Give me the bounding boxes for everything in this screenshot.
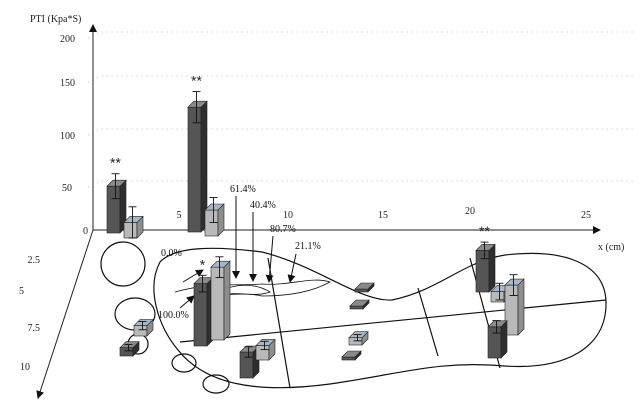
error-bar — [111, 173, 120, 200]
bar — [341, 350, 362, 361]
error-bar — [244, 346, 253, 358]
bar — [210, 256, 231, 341]
significance-marker: * — [200, 256, 206, 272]
y-tick-label: 100 — [60, 131, 75, 142]
bar: ** — [475, 223, 496, 293]
bar — [255, 338, 276, 361]
error-bar — [509, 274, 518, 296]
annotation-label: 0.0% — [161, 248, 182, 259]
error-bar — [215, 256, 224, 279]
z-tick-labels: 2.5 5 7.5 10 — [19, 255, 40, 373]
z-tick-label: 2.5 — [28, 255, 41, 266]
bar — [119, 340, 140, 357]
trajectory-scribble — [174, 279, 331, 297]
z-axis — [36, 229, 94, 399]
error-bar — [138, 320, 147, 331]
gridline-100 — [87, 128, 635, 136]
error-bar — [128, 206, 137, 239]
error-bar — [495, 282, 504, 301]
annotation-label: 61.4% — [230, 184, 256, 195]
x-axis-label: x (cm) — [598, 242, 624, 253]
gridline-150 — [87, 75, 635, 83]
bar — [504, 274, 525, 336]
y-tick-label: 50 — [62, 183, 72, 194]
x-tick-label: 20 — [465, 206, 475, 217]
bar-layer: ******* — [106, 73, 525, 379]
annotation-label: 80.7% — [270, 224, 296, 235]
gridline-50 — [87, 180, 635, 188]
y-tick-label: 0 — [83, 226, 88, 237]
error-bar — [492, 320, 501, 334]
error-bar — [260, 340, 269, 351]
z-tick-label: 7.5 — [28, 323, 41, 334]
z-tick-label: 10 — [20, 362, 30, 373]
significance-marker: ** — [110, 155, 121, 171]
toe-circle — [171, 353, 197, 373]
y-axis-label: PTI (Kpa*S) — [30, 14, 81, 25]
annotation-arrow — [287, 253, 297, 283]
annotation-label: 40.4% — [250, 200, 276, 211]
bar — [123, 206, 144, 239]
foot-grid-line — [417, 287, 439, 357]
bar — [349, 299, 370, 310]
x-tick-label: 15 — [378, 210, 388, 221]
gridline-200 — [87, 31, 635, 39]
annotation-arrow — [182, 269, 204, 283]
y-tick-labels: 0 50 100 150 200 — [60, 34, 88, 237]
significance-marker: ** — [479, 223, 490, 239]
x-tick-label: 10 — [283, 210, 293, 221]
foot-sole — [153, 247, 607, 389]
gridlines — [87, 31, 635, 188]
annotation-arrow — [265, 235, 274, 283]
x-tick-labels: 5 10 15 20 25 — [177, 206, 592, 221]
axes — [36, 24, 601, 399]
toe-circle — [202, 374, 230, 394]
z-tick-label: 5 — [19, 286, 24, 297]
x-tick-label: 5 — [177, 210, 182, 221]
annotation-label: 100.0% — [158, 310, 189, 321]
error-bar — [192, 91, 201, 124]
toe-circle — [100, 241, 146, 287]
bar — [487, 320, 508, 359]
error-bar — [124, 344, 133, 352]
bar: ** — [187, 73, 208, 233]
x-tick-label: 25 — [581, 210, 591, 221]
bar — [204, 197, 225, 237]
y-tick-label: 200 — [60, 34, 75, 45]
bar: ** — [106, 155, 127, 234]
bar — [354, 282, 375, 293]
y-tick-label: 150 — [60, 78, 75, 89]
annotation-arrow — [179, 295, 195, 309]
bar — [133, 318, 154, 337]
error-bar — [209, 197, 218, 223]
error-bar — [353, 334, 362, 342]
foot-grid-line — [267, 257, 291, 389]
significance-marker: ** — [191, 73, 202, 89]
foot-grid-line — [179, 299, 607, 343]
annotation-layer: 0.0% 61.4% 40.4% 80.7% 21.1% 100.0% — [158, 184, 321, 321]
annotation-label: 21.1% — [295, 241, 321, 252]
bar: * — [193, 256, 214, 347]
bar — [348, 330, 369, 346]
error-bar — [480, 241, 489, 260]
